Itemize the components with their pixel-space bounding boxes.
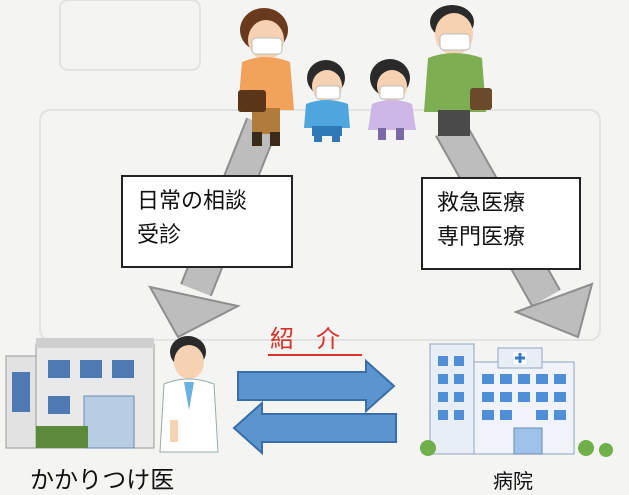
boy-illustration [304,60,350,142]
daily-consultation-line2: 受診 [137,223,182,248]
emergency-care-line1: 救急医療 [437,191,526,216]
mother-illustration [238,8,294,146]
clinic-label: かかりつけ医 [30,466,175,494]
daily-consultation-box: 日常の相談 受診 [121,175,293,268]
clinic-building [5,338,155,449]
arrow-to-clinic [232,400,397,456]
arrow-to-hospital [237,358,396,414]
girl-illustration [368,59,416,140]
emergency-care-box: 救急医療 専門医療 [421,177,581,270]
hospital-building [420,343,613,457]
referral-label: 紹介 [268,324,362,356]
father-illustration [424,5,492,136]
daily-consultation-line1: 日常の相談 [137,189,248,214]
doctor-illustration [159,336,219,453]
emergency-care-line2: 専門医療 [437,225,526,250]
hospital-label: 病院 [493,469,533,493]
background-panels [39,0,601,341]
